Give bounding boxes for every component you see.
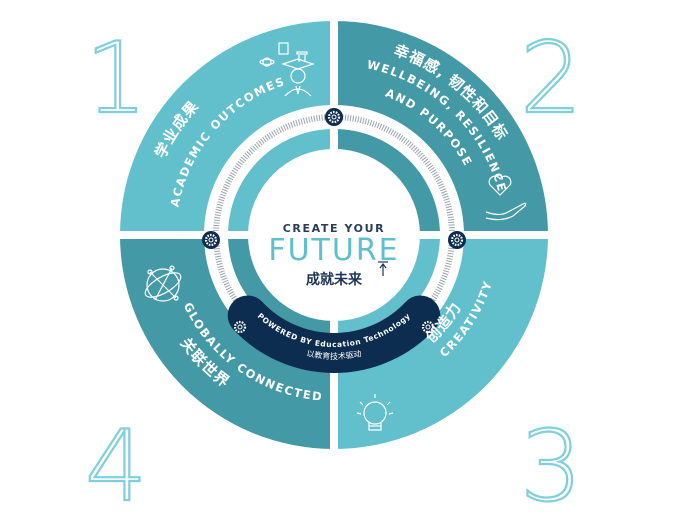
globe-network-icon xyxy=(144,265,182,302)
graduate-icon xyxy=(259,42,315,97)
wellbeing-outer-segment[interactable] xyxy=(334,21,548,235)
step-numbers: 1 2 3 4 xyxy=(84,21,584,522)
bulb-icon xyxy=(356,394,394,431)
number-4: 4 xyxy=(85,410,147,522)
powered-by-band xyxy=(227,295,441,373)
academic-inner-segment xyxy=(228,129,334,235)
center-title: FUTURE xyxy=(268,233,399,268)
creativity-outer-segment[interactable] xyxy=(334,235,548,449)
arrow-up-icon xyxy=(378,261,388,276)
gear-icon xyxy=(448,231,466,249)
number-1: 1 xyxy=(85,22,147,136)
number-3: 3 xyxy=(520,410,582,522)
gear-icon xyxy=(202,231,220,249)
global-outer-segment[interactable] xyxy=(120,235,334,449)
gear-icon xyxy=(325,108,343,126)
number-2: 2 xyxy=(520,22,582,136)
gear-icon xyxy=(233,320,247,334)
center-subtitle: 成就未来 xyxy=(306,271,363,288)
horizontal-divider xyxy=(110,231,560,239)
heart-hand-icon xyxy=(485,175,527,221)
powered-by-zh-label: 以教育技术驱动 xyxy=(306,348,362,361)
academic-outer-segment[interactable] xyxy=(120,21,334,235)
gear-icon xyxy=(421,320,435,334)
center-line-1: CREATE YOUR xyxy=(283,222,386,235)
wellbeing-inner-segment xyxy=(334,129,440,235)
